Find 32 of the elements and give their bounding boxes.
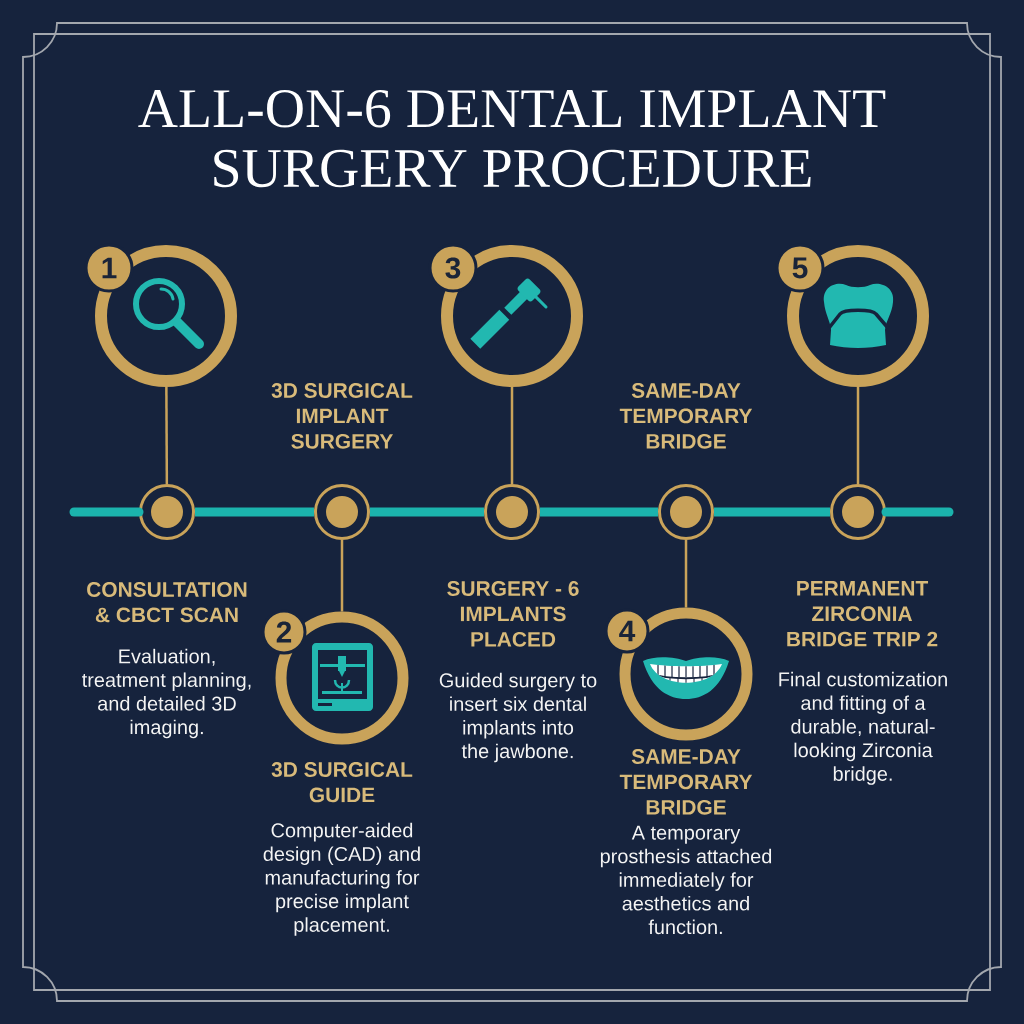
step-description: A temporary prosthesis attached immediately for aesthetics and function. (600, 825, 772, 935)
title: ALL-ON-6 DENTAL IMPLANT SURGERY PROCEDURE (138, 90, 886, 188)
connector-line (510, 387, 514, 484)
connector-line (684, 540, 688, 608)
connector-line (340, 540, 344, 612)
step-description: Final customization and fitting of a durable, natural-looking Zirconia bridge. (779, 671, 947, 785)
timeline-line (370, 507, 484, 517)
step-heading: CONSULTATION & CBCT SCAN (87, 582, 247, 623)
step-heading: 3D SURGICAL IMPLANT SURGERY (271, 383, 413, 449)
step-heading: PERMANENT ZIRCONIA BRIDGE TRIP 2 (787, 581, 938, 647)
number-badge: 4 (604, 608, 650, 654)
number-badge: 1 (84, 243, 134, 293)
step-heading: SAME-DAY TEMPORARY BRIDGE (619, 383, 753, 449)
timeline-line (195, 507, 314, 517)
step-description: Guided surgery to insert six dental implants into the jawbone. (439, 672, 597, 763)
timeline-dot (658, 484, 714, 540)
timeline-line (714, 507, 830, 517)
connector-line (165, 387, 169, 484)
timeline-line (540, 507, 658, 517)
step-heading: 3D SURGICAL GUIDE (271, 762, 413, 803)
number-badge: 3 (428, 243, 478, 293)
step-description: Evaluation, treatment planning, and detailed 3D imaging. (82, 648, 251, 739)
step-description: Computer-aided design (CAD) and manufacturing for precise implant placement. (263, 822, 420, 936)
timeline-dot (830, 484, 886, 540)
number-badge: 2 (261, 609, 307, 655)
step-heading: SAME-DAY TEMPORARY BRIDGE (619, 749, 753, 815)
timeline-dot (314, 484, 370, 540)
timeline-dot (139, 484, 195, 540)
timeline-dot (484, 484, 540, 540)
number-badge: 5 (775, 243, 825, 293)
step-heading: SURGERY - 6 IMPLANTS PLACED (447, 581, 579, 647)
connector-line (856, 387, 860, 484)
